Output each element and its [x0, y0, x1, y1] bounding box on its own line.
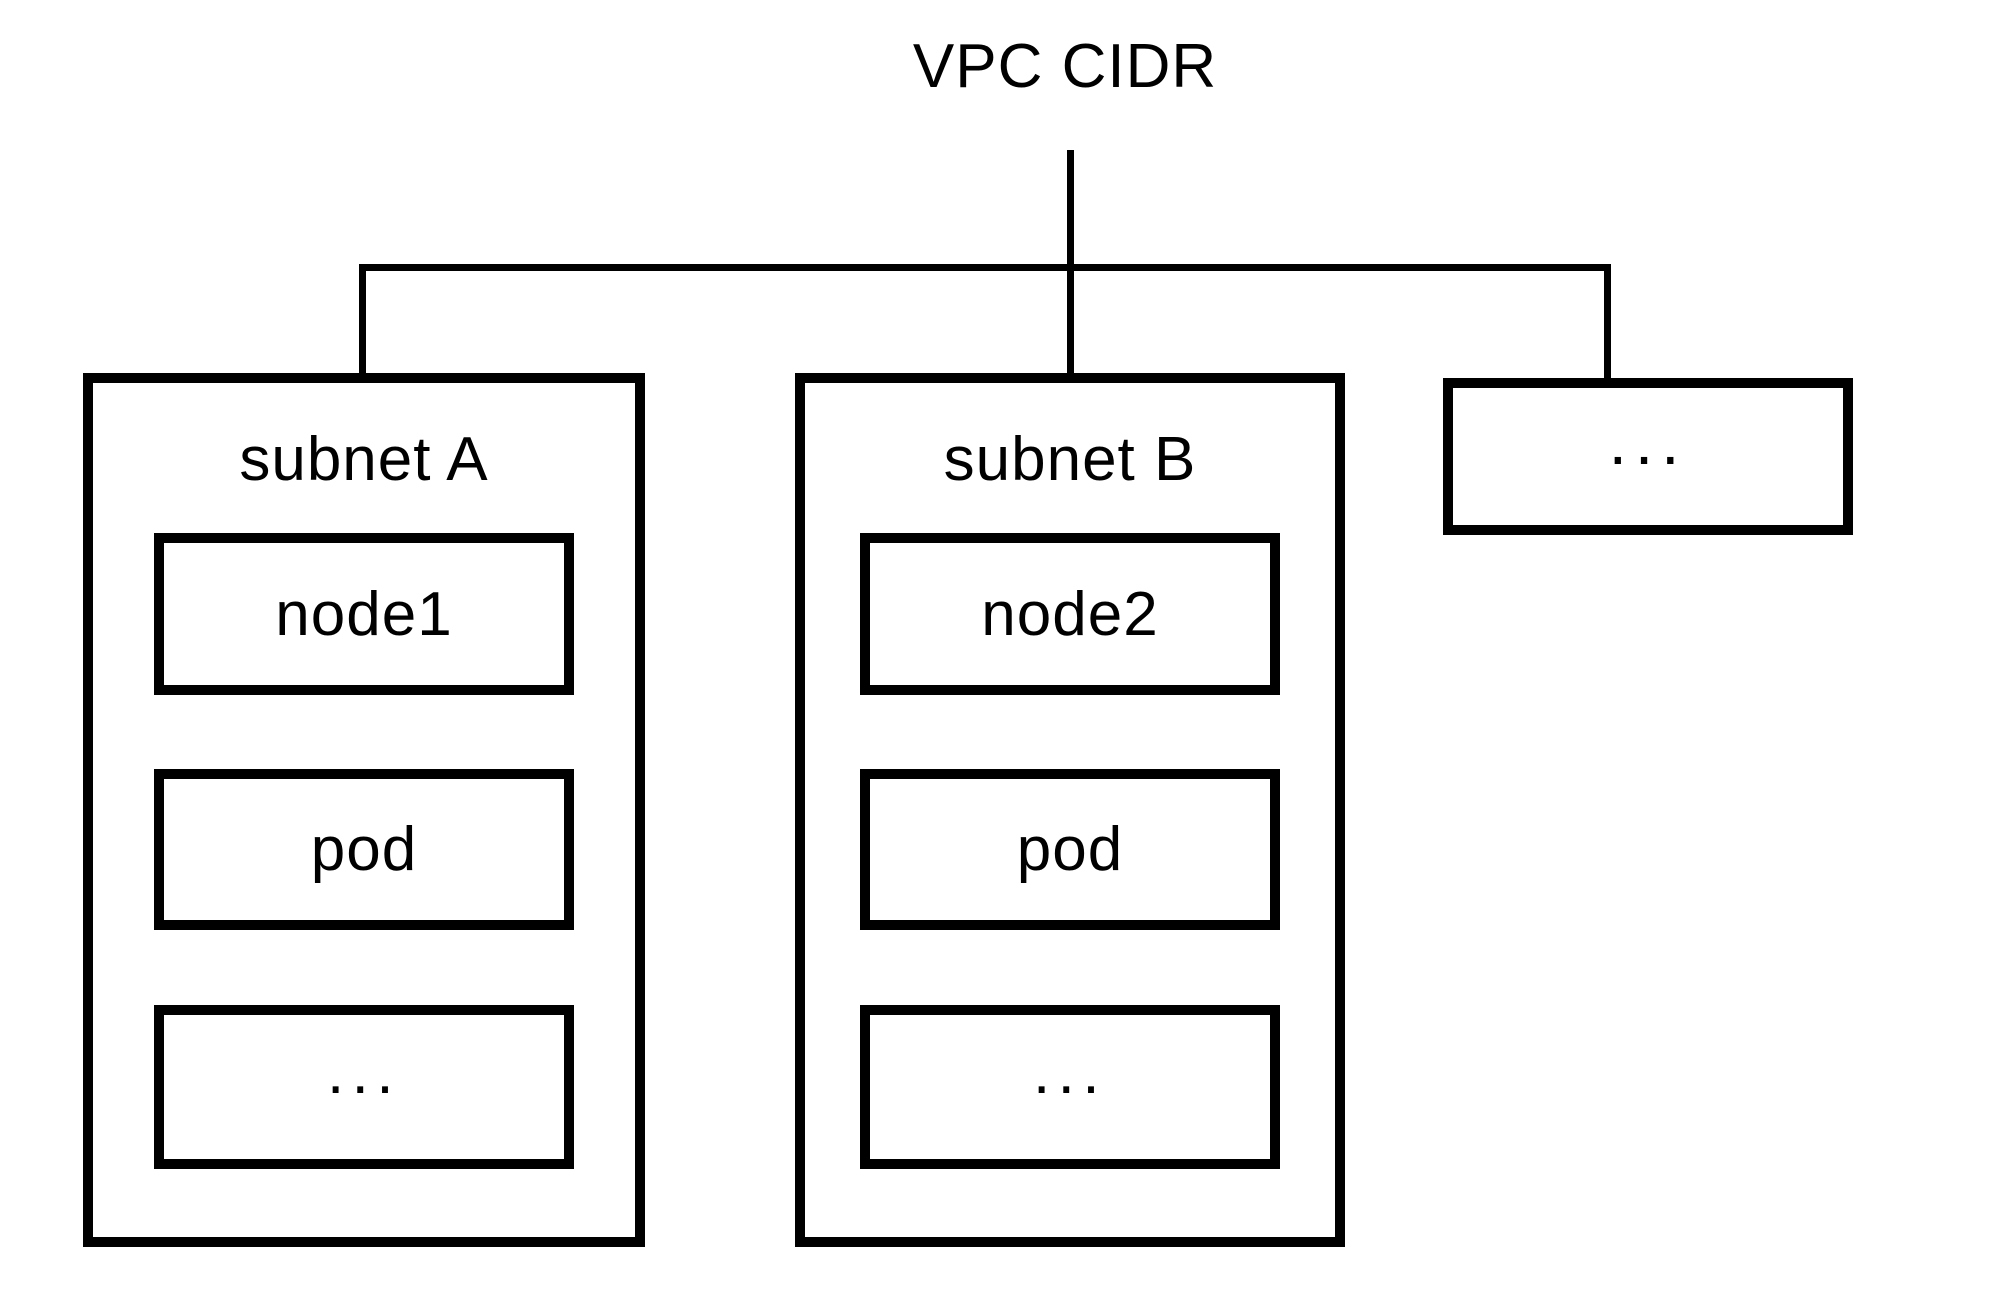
- subnet-a-node-box: node1: [154, 533, 574, 695]
- subnet-a-more-box: ...: [154, 1005, 574, 1169]
- subnet-b-more-box: ...: [860, 1005, 1280, 1169]
- vpc-cidr-root-label: VPC CIDR: [912, 32, 1218, 101]
- subnet-b-node-box: node2: [860, 533, 1280, 695]
- subnet-a-node-label: node1: [275, 579, 453, 649]
- connector-drop-subnet-a: [359, 264, 366, 378]
- subnet-a-ellipsis-label: ...: [327, 1037, 401, 1107]
- more-subnets-ellipsis-label: ...: [1608, 403, 1688, 478]
- subnet-a-pod-box: pod: [154, 769, 574, 930]
- subnet-b-pod-label: pod: [1016, 815, 1124, 884]
- subnet-a-box: subnet A node1 pod ...: [83, 373, 645, 1247]
- subnet-a-pod-label: pod: [310, 815, 418, 884]
- more-subnets-box: ...: [1443, 378, 1853, 535]
- subnet-b-box: subnet B node2 pod ...: [795, 373, 1345, 1247]
- subnet-b-label: subnet B: [943, 425, 1197, 494]
- subnet-b-node-label: node2: [981, 579, 1159, 649]
- connector-drop-more-subnets: [1604, 264, 1611, 383]
- connector-horizontal-branch: [359, 264, 1611, 271]
- subnet-b-pod-box: pod: [860, 769, 1280, 930]
- subnet-b-ellipsis-label: ...: [1033, 1037, 1107, 1107]
- subnet-a-label: subnet A: [239, 425, 489, 494]
